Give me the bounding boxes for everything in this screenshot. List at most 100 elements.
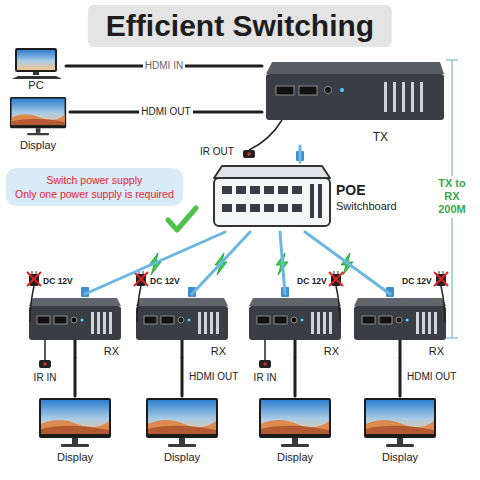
poe-switch: POESwitchboard bbox=[210, 162, 401, 232]
tx-extender: TX bbox=[262, 56, 444, 146]
rx-device bbox=[249, 298, 341, 340]
hdmi-cable bbox=[74, 340, 77, 358]
power-rating: DC 12V bbox=[43, 276, 73, 286]
switch-port bbox=[222, 204, 232, 212]
ir-sensor bbox=[243, 150, 255, 158]
node-text: Display bbox=[277, 451, 313, 464]
switch-top bbox=[214, 166, 330, 178]
signal-name: HDMI OUT bbox=[187, 371, 240, 383]
rx-extender: RX bbox=[352, 294, 448, 358]
diagram-title: Efficient Switching bbox=[88, 5, 392, 47]
rx-device bbox=[29, 298, 121, 340]
power-rating: DC 12V bbox=[150, 276, 180, 286]
node-text: Only one power supply is required bbox=[15, 187, 174, 201]
node-text: Display bbox=[382, 451, 418, 464]
hdmi-cable bbox=[399, 358, 402, 396]
hdmi-port bbox=[276, 86, 294, 95]
switch-port bbox=[236, 186, 246, 194]
signal-name: HDMI OUT bbox=[139, 106, 192, 118]
display-monitor: Display bbox=[255, 396, 335, 464]
node-text: RX bbox=[324, 345, 339, 358]
hdmi-port bbox=[299, 86, 317, 95]
switch-port bbox=[292, 186, 302, 194]
pc-stand bbox=[33, 72, 39, 75]
ir-port bbox=[325, 87, 332, 94]
switch-port bbox=[236, 204, 246, 212]
node-text: RX bbox=[104, 345, 119, 358]
tx-device bbox=[266, 62, 444, 120]
switch-port bbox=[222, 186, 232, 194]
power-cord bbox=[137, 286, 141, 322]
node-text: Switch power supply bbox=[15, 173, 174, 187]
power-cord bbox=[30, 286, 34, 322]
bracket-tick bbox=[446, 337, 458, 338]
poe-switch-device bbox=[214, 166, 330, 226]
switch-panel bbox=[310, 184, 314, 218]
power-rating: DC 12V bbox=[402, 276, 432, 286]
hdmi-cable bbox=[294, 358, 297, 396]
rx-device bbox=[354, 298, 446, 340]
hdmi-cable bbox=[74, 358, 77, 396]
bracket-tick bbox=[446, 59, 458, 60]
network-cable bbox=[299, 146, 302, 162]
signal-name: IR IN bbox=[34, 372, 57, 384]
node-text: Display bbox=[164, 451, 200, 464]
rx-device bbox=[136, 298, 228, 340]
hdmi-cable bbox=[181, 340, 184, 358]
power-adapter bbox=[434, 271, 448, 286]
pc-monitor bbox=[15, 48, 57, 72]
node-text: POE bbox=[336, 182, 366, 199]
vent-slot bbox=[411, 82, 414, 112]
power-cord bbox=[336, 286, 340, 322]
signal-name: IR OUT bbox=[200, 146, 234, 158]
network-cable bbox=[85, 232, 225, 294]
check-mark bbox=[168, 208, 196, 230]
ir-sensor bbox=[39, 360, 51, 368]
monitor-icon bbox=[39, 398, 111, 447]
switch-port bbox=[278, 204, 288, 212]
node-text: Display bbox=[20, 139, 56, 152]
ir-cable bbox=[249, 120, 282, 150]
rx-extender: RX bbox=[27, 294, 123, 358]
power-adapter bbox=[329, 271, 343, 286]
device-top bbox=[266, 62, 444, 74]
switch-port bbox=[292, 204, 302, 212]
node-text: RX bbox=[429, 345, 444, 358]
network-cable bbox=[192, 232, 250, 294]
hdmi-cable bbox=[294, 340, 297, 358]
node-text: Display bbox=[57, 451, 93, 464]
ir-cable bbox=[264, 340, 266, 360]
switch-port bbox=[264, 186, 274, 194]
pc-screen bbox=[17, 50, 55, 70]
display-monitor: Display bbox=[360, 396, 440, 464]
vent-slot bbox=[402, 82, 405, 112]
rx-extender: RX bbox=[134, 294, 230, 358]
display-monitor: Display bbox=[35, 396, 115, 464]
display-monitor: Display bbox=[142, 396, 222, 464]
switch-panel bbox=[318, 184, 322, 218]
display-monitor: Display bbox=[6, 96, 70, 152]
pc-keyboard bbox=[12, 76, 62, 79]
rx-extender: RX bbox=[247, 294, 343, 358]
node-text: Switchboard bbox=[336, 199, 397, 213]
monitor-icon bbox=[10, 97, 66, 135]
power-cord bbox=[441, 286, 445, 322]
node-text: RX bbox=[211, 345, 226, 358]
switch-port bbox=[264, 204, 274, 212]
pc-icon: PC bbox=[6, 46, 66, 92]
switch-port bbox=[278, 186, 288, 194]
switch-port bbox=[250, 186, 260, 194]
signal-name: HDMI OUT bbox=[405, 371, 458, 383]
power-rating: DC 12V bbox=[297, 276, 327, 286]
monitor-icon bbox=[146, 398, 218, 447]
status-led bbox=[340, 88, 344, 92]
hdmi-cable bbox=[399, 340, 402, 358]
hdmi-cable bbox=[181, 358, 184, 396]
device-front bbox=[266, 74, 444, 120]
vent-slot bbox=[384, 82, 387, 112]
distance-note: TX to RX 200M bbox=[436, 176, 468, 218]
